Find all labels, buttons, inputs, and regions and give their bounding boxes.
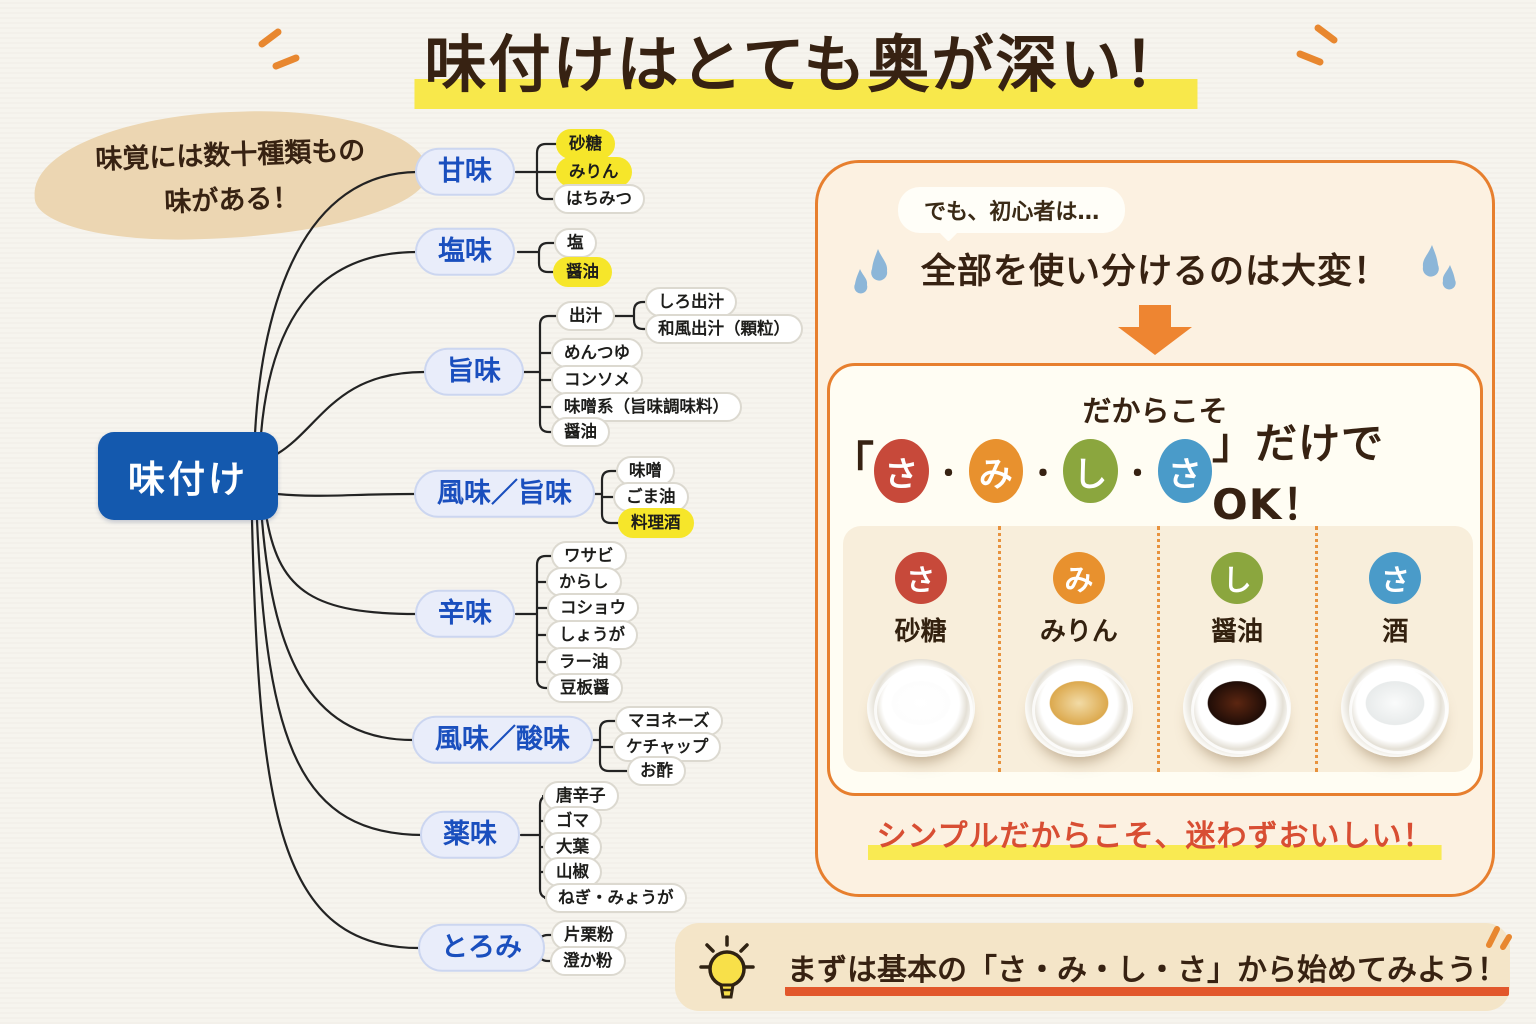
leaf-pill: 塩 bbox=[554, 228, 597, 258]
connector-line bbox=[255, 518, 426, 837]
sami-shi-sa-columns: さ砂糖みみりんし醤油さ酒 bbox=[843, 526, 1473, 772]
leaf-pill: 味噌系（旨味調味料） bbox=[551, 392, 742, 422]
speech-bubble: でも、初心者は… bbox=[898, 187, 1126, 233]
leaf-pill: 大葉 bbox=[543, 832, 602, 862]
leaf-pill: はちみつ bbox=[553, 184, 645, 214]
leaf-pill: しろ出汁 bbox=[645, 287, 737, 317]
column-label: 醤油 bbox=[1211, 617, 1264, 647]
sami-column: みみりん bbox=[998, 526, 1156, 772]
sparkle-icon bbox=[1292, 20, 1344, 78]
sami-column: さ酒 bbox=[1314, 526, 1473, 772]
right-panel: でも、初心者は… 全部を使い分けるのは大変！ だからこそ 「さ・み・し・さ」だけ… bbox=[815, 160, 1495, 897]
panel-footer: シンプルだからこそ、迷わずおいしい！ bbox=[818, 811, 1492, 860]
leaf-pill: コンソメ bbox=[551, 365, 643, 395]
category-pill: 辛味 bbox=[415, 589, 515, 639]
bowl-image bbox=[1024, 659, 1133, 757]
connector-line bbox=[519, 794, 550, 900]
open-bracket: 「 bbox=[830, 438, 874, 489]
kana-circle: さ bbox=[874, 439, 929, 503]
down-arrow-icon bbox=[1118, 305, 1192, 359]
sami-column: さ砂糖 bbox=[843, 526, 998, 772]
column-label: 砂糖 bbox=[894, 617, 947, 647]
sparkle-icon bbox=[252, 24, 304, 82]
connector-line bbox=[275, 370, 426, 456]
leaf-pill: めんつゆ bbox=[551, 338, 643, 368]
lead-text: だからこそ bbox=[1082, 394, 1228, 428]
leaf-pill: ねぎ・みょうが bbox=[545, 883, 687, 913]
connector-line bbox=[514, 142, 558, 201]
column-label: みりん bbox=[1039, 617, 1118, 647]
leaf-pill: みりん bbox=[556, 157, 632, 187]
lightbulb-icon bbox=[691, 931, 763, 1009]
bowl-image bbox=[1341, 659, 1450, 757]
kana-badge: み bbox=[1052, 552, 1105, 604]
leaf-pill: 和風出汁（顆粒） bbox=[645, 314, 803, 344]
category-pill: 風味／旨味 bbox=[414, 469, 595, 519]
connector-line bbox=[516, 241, 556, 274]
kana-dot: ・ bbox=[933, 457, 964, 492]
connector-line bbox=[259, 250, 419, 436]
connector-line bbox=[260, 518, 415, 742]
connector-line bbox=[265, 518, 419, 616]
bottom-note: まずは基本の「さ・み・し・さ」から始めてみよう！ bbox=[785, 945, 1509, 996]
category-pill: 塩味 bbox=[415, 227, 515, 277]
connector-line bbox=[250, 518, 421, 950]
leaf-pill: からし bbox=[546, 567, 622, 597]
sweat-drops-icon bbox=[1416, 243, 1462, 299]
leaf-pill: ごま油 bbox=[613, 482, 689, 512]
root-node-seasoning: 味付け bbox=[98, 432, 278, 520]
leaf-pill: 山椒 bbox=[543, 857, 602, 887]
leaf-pill: ワサビ bbox=[551, 541, 627, 571]
panel-headline: 全部を使い分けるのは大変！ bbox=[920, 252, 1389, 292]
category-pill: とろみ bbox=[418, 923, 545, 973]
category-pill: 風味／酸味 bbox=[412, 715, 593, 765]
leaf-pill: ゴマ bbox=[543, 806, 602, 836]
panel-footer-text: シンプルだからこそ、迷わずおいしい！ bbox=[868, 819, 1442, 860]
kana-badge: し bbox=[1211, 552, 1264, 604]
bowl-image bbox=[1183, 659, 1292, 757]
kana-badge: さ bbox=[1369, 552, 1422, 604]
leaf-pill: 澄か粉 bbox=[550, 946, 626, 976]
leaf-pill: お酢 bbox=[627, 756, 686, 786]
category-pill: 旨味 bbox=[424, 347, 524, 397]
leaf-pill: 料理酒 bbox=[618, 508, 694, 538]
kana-circle: み bbox=[968, 439, 1023, 503]
kana-suffix: 」だけでOK！ bbox=[1212, 419, 1385, 529]
sparkle-icon bbox=[1475, 917, 1515, 957]
connector-line bbox=[275, 492, 416, 497]
page-title-wrap: 味付けはとても奥が深い！ bbox=[410, 14, 1202, 111]
kana-circle: し bbox=[1063, 439, 1118, 503]
connector-line bbox=[517, 314, 558, 434]
sweat-drops-icon bbox=[848, 247, 894, 303]
sami-column: し醤油 bbox=[1156, 526, 1315, 772]
kana-badge: さ bbox=[894, 552, 947, 604]
connector-line bbox=[611, 300, 647, 331]
kana-dot: ・ bbox=[1122, 457, 1153, 492]
leaf-pill: 醤油 bbox=[553, 257, 612, 287]
leaf-pill: 豆板醤 bbox=[547, 673, 623, 703]
kana-circle: さ bbox=[1157, 439, 1212, 503]
leaf-pill: コショウ bbox=[547, 593, 639, 623]
category-pill: 薬味 bbox=[420, 810, 520, 860]
bottom-bar: まずは基本の「さ・み・し・さ」から始めてみよう！ bbox=[675, 923, 1512, 1011]
bottom-note-text: まずは基本の「さ・み・し・さ」から始めてみよう！ bbox=[785, 953, 1509, 996]
leaf-pill: しょうが bbox=[546, 620, 638, 650]
category-pill: 甘味 bbox=[415, 147, 515, 197]
kana-dot: ・ bbox=[1028, 457, 1058, 492]
leaf-pill: 出汁 bbox=[556, 301, 615, 331]
column-label: 酒 bbox=[1382, 617, 1409, 647]
page-title: 味付けはとても奥が深い！ bbox=[410, 28, 1202, 111]
kana-row: 「さ・み・し・さ」だけでOK！ bbox=[830, 419, 1480, 529]
leaf-pill: 醤油 bbox=[551, 417, 610, 447]
bowl-image bbox=[866, 659, 975, 757]
connector-line bbox=[253, 170, 419, 436]
leaf-pill: 砂糖 bbox=[556, 129, 615, 159]
inner-card: だからこそ 「さ・み・し・さ」だけでOK！ さ砂糖みみりんし醤油さ酒 bbox=[827, 363, 1483, 796]
connector-line bbox=[514, 554, 553, 690]
